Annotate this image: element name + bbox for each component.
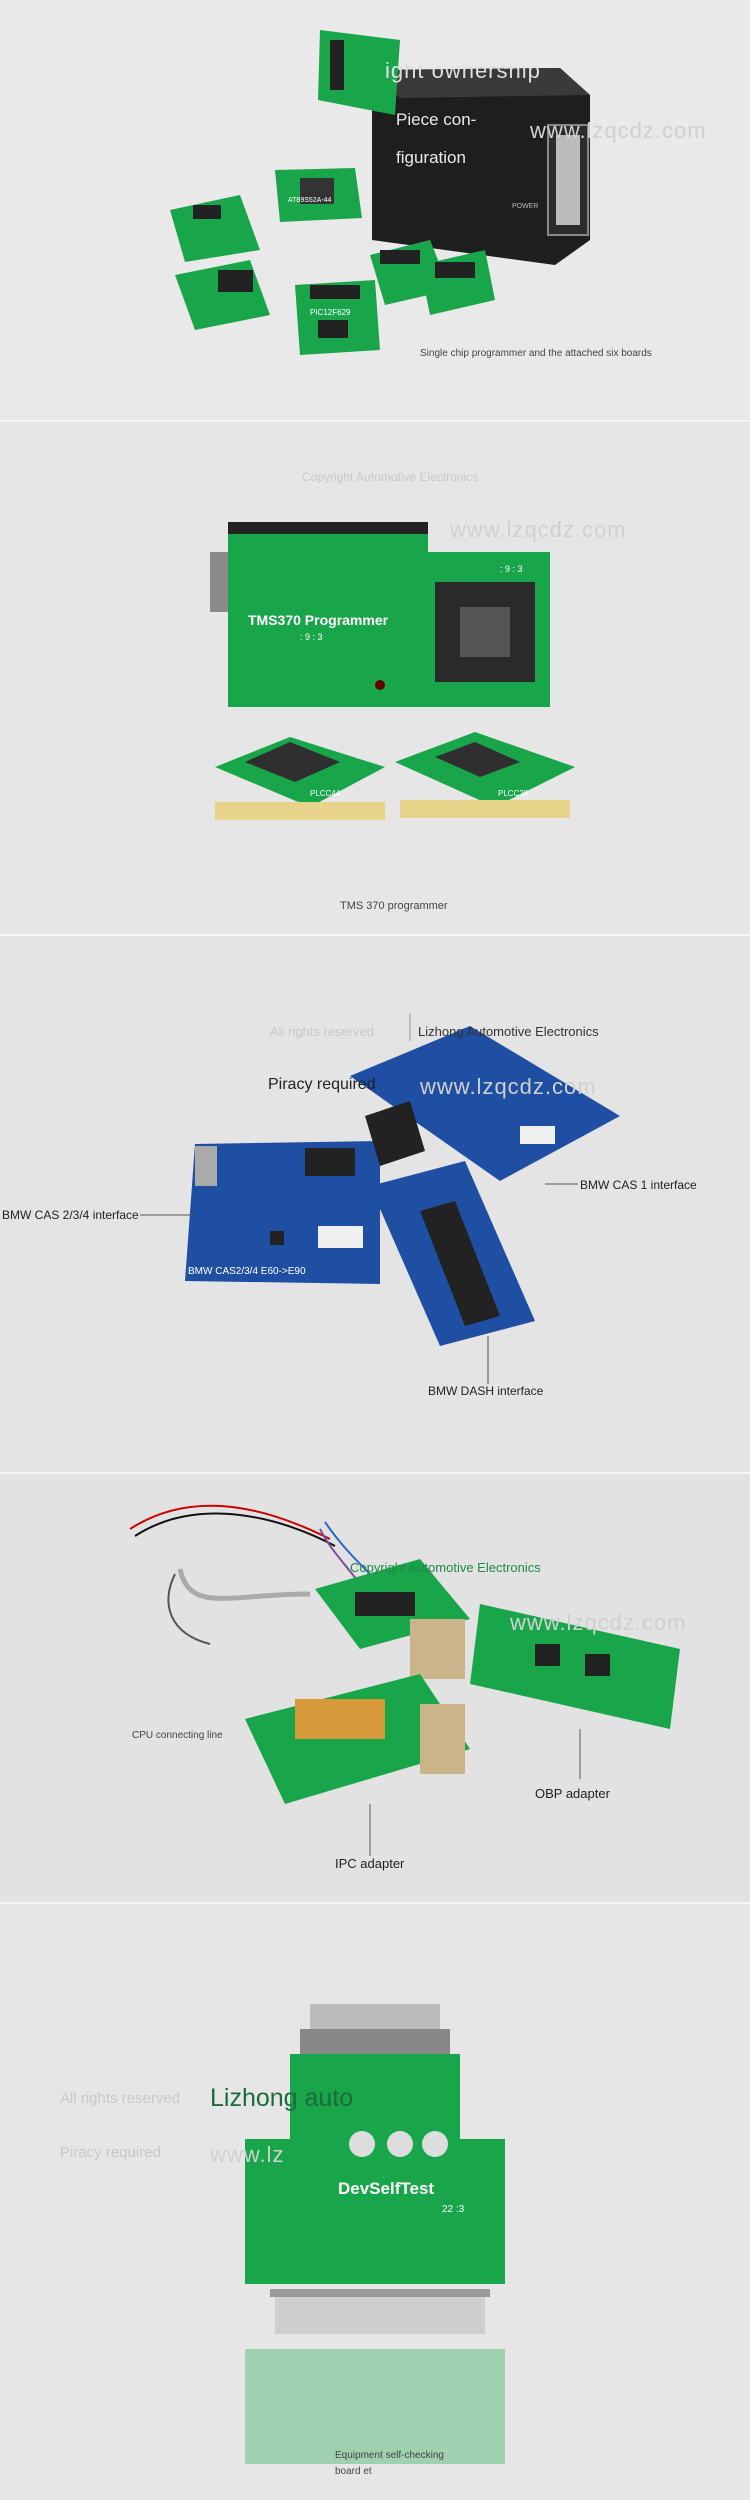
watermark-url: www.lz xyxy=(210,2142,285,2167)
plcc28-adapter xyxy=(395,732,575,818)
caption-programmer-kit: Single chip programmer and the attached … xyxy=(420,348,652,359)
small-board-6 xyxy=(420,250,495,315)
socket1-label: PLCC44 xyxy=(310,789,341,798)
watermark-rights: All rights reserved xyxy=(270,1024,375,1039)
section-divider xyxy=(0,1472,750,1474)
bmw-cas-illustration xyxy=(140,1014,620,1384)
green-adapter-top xyxy=(315,1559,470,1679)
board-print-cas: BMW CAS2/3/4 E60->E90 xyxy=(188,1266,306,1277)
self-test-illustration xyxy=(245,2004,505,2464)
label-cpu-line: CPU connecting line xyxy=(132,1730,223,1741)
watermark-url: www.lzqcdz.com xyxy=(510,1610,687,1635)
caption-line-1: Equipment self-checking xyxy=(335,2450,444,2461)
programmer-kit-illustration xyxy=(170,30,590,355)
tms370-illustration xyxy=(210,522,575,820)
section-divider xyxy=(0,934,750,936)
watermark-url: www.lzqcdz.com xyxy=(450,517,627,542)
cas1-board xyxy=(350,1026,620,1181)
product-photo-bmw-cas: All rights reserved Lizhong Automotive E… xyxy=(0,936,750,1472)
watermark-copyright: Copyright Automotive Electronics xyxy=(350,1560,541,1575)
product-photo-adapters: Copyright Automotive Electronics www.lzq… xyxy=(0,1474,750,1902)
caption-tms370: TMS 370 programmer xyxy=(340,900,448,912)
product-photo-programmer-kit: ight ownership Piece con- figuration www… xyxy=(0,0,750,420)
cas234-board xyxy=(185,1141,380,1284)
section-divider xyxy=(0,420,750,422)
board-title: DevSelfTest xyxy=(338,2179,435,2198)
watermark-piece-2: figuration xyxy=(396,148,466,167)
socket2-label: PLCC28 xyxy=(498,789,529,798)
dash-board xyxy=(370,1161,535,1346)
tms370-main-board xyxy=(210,522,428,707)
label-ipc: IPC adapter xyxy=(335,1856,405,1871)
watermark-copyright: Copyright Automotive Electronics xyxy=(302,470,479,484)
small-board-1 xyxy=(170,195,260,262)
board-label-pic: PIC12F629 xyxy=(310,308,351,317)
section-divider xyxy=(0,1902,750,1904)
watermark-piracy: Piracy required xyxy=(268,1076,376,1093)
self-test-reflection xyxy=(245,2349,505,2464)
label-cas234: BMW CAS 2/3/4 interface xyxy=(2,1208,139,1222)
watermark-lizhong: Lizhong Automotive Electronics xyxy=(418,1024,599,1039)
watermark-piracy: Piracy required xyxy=(60,2144,161,2161)
watermark-piece-1: Piece con- xyxy=(396,110,477,129)
label-obp: OBP adapter xyxy=(535,1786,610,1801)
watermark-url: www.lzqcdz.com xyxy=(420,1074,597,1099)
socket-code: : 9 : 3 xyxy=(500,564,523,574)
small-board-2 xyxy=(275,168,362,222)
ipc-adapter xyxy=(245,1674,470,1804)
programmer-box xyxy=(372,68,590,265)
board-code: 22 :3 xyxy=(442,2204,465,2215)
watermark-ownership: ight ownership xyxy=(385,58,541,83)
board-code: : 9 : 3 xyxy=(300,632,323,642)
small-board-4 xyxy=(295,280,380,355)
watermark-lizhong: Lizhong auto xyxy=(210,2084,354,2112)
top-adapter-board xyxy=(318,30,400,115)
product-photo-tms370: Copyright Automotive Electronics www.lzq… xyxy=(0,422,750,934)
label-cas1: BMW CAS 1 interface xyxy=(580,1178,697,1192)
cpu-cable xyxy=(129,1504,371,1645)
watermark-url: www.lzqcdz.com xyxy=(530,118,707,143)
board-label-at89: AT89S52A-44 xyxy=(288,197,332,204)
power-label: POWER xyxy=(512,203,539,210)
adapters-illustration xyxy=(129,1504,680,1856)
self-test-board xyxy=(245,2004,505,2334)
plcc44-adapter xyxy=(215,737,385,820)
watermark-rights: All rights reserved xyxy=(60,2090,181,2107)
board-title: TMS370 Programmer xyxy=(248,612,389,628)
small-board-3 xyxy=(175,260,270,330)
product-photo-self-test: All rights reserved Lizhong auto Piracy … xyxy=(0,1904,750,2500)
plcc-socket-on-board xyxy=(420,552,550,707)
obp-adapter xyxy=(470,1604,680,1729)
label-dash: BMW DASH interface xyxy=(428,1384,544,1398)
caption-line-2: board et xyxy=(335,2466,372,2477)
